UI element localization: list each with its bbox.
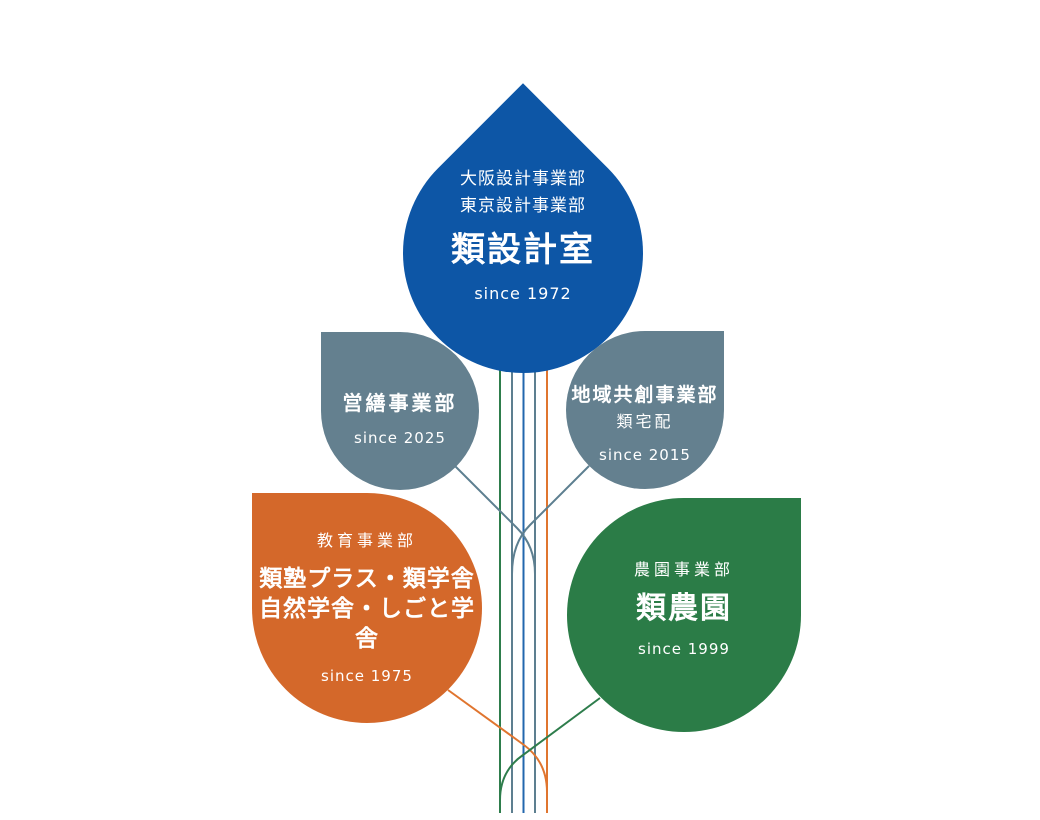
farm-dept: 農園事業部 (633, 559, 734, 579)
node-chiiki-leaf[interactable]: 地域共創事業部 類宅配 since 2015 (566, 331, 724, 489)
education-title-line1: 類塾プラス・類学舎 (259, 565, 475, 592)
chiiki-since: since 2015 (599, 446, 691, 464)
eizen-since: since 2025 (354, 429, 446, 447)
eizen-title: 営繕事業部 (342, 391, 458, 415)
stem-eizen-branch (454, 465, 536, 575)
node-farm-leaf[interactable]: 農園事業部 類農園 since 1999 (567, 498, 801, 732)
farm-since: since 1999 (638, 639, 730, 658)
stem-chiiki-branch (511, 465, 590, 575)
chiiki-subtitle: 類宅配 (616, 412, 674, 431)
design-since: since 1972 (474, 284, 572, 303)
node-eizen-leaf[interactable]: 営繕事業部 since 2025 (321, 332, 479, 490)
chiiki-title: 地域共創事業部 (571, 384, 719, 406)
design-title: 類設計室 (451, 230, 595, 270)
education-title-line2: 自然学舎・しごと学舎 (259, 595, 475, 652)
education-dept: 教育事業部 (316, 530, 417, 550)
stem-farm-branch (499, 697, 601, 801)
stem-education-branch (447, 689, 548, 793)
node-education-leaf[interactable]: 教育事業部 類塾プラス・類学舎 自然学舎・しごと学舎 since 1975 (252, 493, 482, 723)
farm-title: 類農園 (635, 590, 732, 626)
design-dept-line2: 東京設計事業部 (460, 196, 586, 216)
design-dept-line1: 大阪設計事業部 (460, 169, 586, 189)
education-since: since 1975 (321, 666, 413, 685)
